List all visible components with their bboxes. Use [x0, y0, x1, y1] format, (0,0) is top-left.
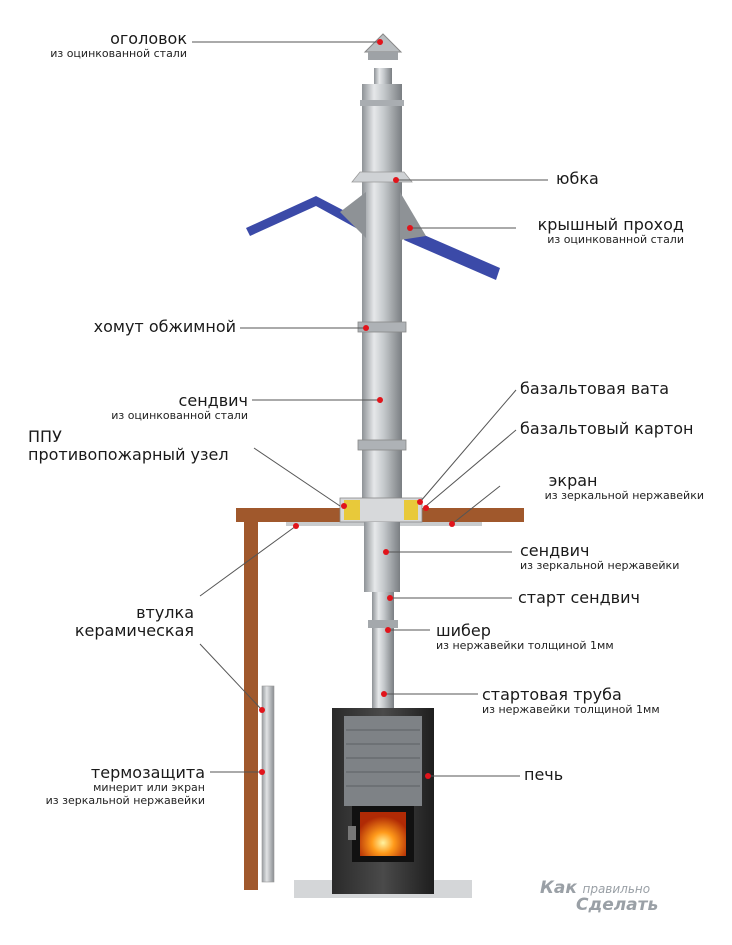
- roof-slope-right: [404, 228, 500, 280]
- label-sleeve-line2: керамическая: [74, 621, 194, 641]
- chimney-head-neck: [374, 68, 392, 84]
- label-sleeve-line1: втулка: [136, 603, 194, 622]
- chimney-cap: [363, 33, 403, 53]
- marker-dot: [377, 397, 383, 403]
- label-clamp: хомут обжимной: [93, 317, 236, 336]
- label-stove-title: печь: [524, 765, 564, 784]
- label-basalt-board-title: базальтовый картон: [520, 419, 694, 438]
- marker-dot: [259, 769, 265, 775]
- label-heat-shield: термозащита минерит или экран из зеркаль…: [45, 763, 205, 808]
- label-heat-shield-sub1: минерит или экран: [93, 781, 205, 795]
- watermark-logo: Как правильно Сделать: [540, 880, 658, 914]
- marker-dot: [363, 325, 369, 331]
- label-yubka: юбка: [556, 169, 599, 188]
- label-start-pipe-sub: из нержавейки толщиной 1мм: [482, 703, 660, 717]
- marker-dot: [341, 503, 347, 509]
- label-roof-pass-sub: из оцинкованной стали: [547, 233, 684, 247]
- label-clamp-title: хомут обжимной: [93, 317, 236, 336]
- label-ogolovok: оголовок из оцинкованной стали: [50, 29, 187, 61]
- wooden-post: [244, 522, 258, 890]
- marker-dot: [377, 39, 383, 45]
- label-basalt-wool-title: базальтовая вата: [520, 379, 670, 398]
- label-basalt-wool: базальтовая вата: [520, 379, 670, 398]
- label-damper-title: шибер: [436, 621, 491, 640]
- marker-dot: [293, 523, 299, 529]
- marker-dot: [407, 225, 413, 231]
- watermark-line1: Как: [540, 878, 577, 898]
- label-basalt-board: базальтовый картон: [520, 419, 694, 438]
- marker-dot: [383, 549, 389, 555]
- marker-dot: [417, 499, 423, 505]
- label-ogolovok-title: оголовок: [110, 29, 187, 48]
- label-damper: шибер из нержавейки толщиной 1мм: [436, 621, 614, 653]
- label-sandwich-top-title: сендвич: [178, 391, 248, 410]
- label-sandwich-bottom-title: сендвич: [520, 541, 590, 560]
- marker-dot: [393, 177, 399, 183]
- marker-dot: [449, 521, 455, 527]
- chimney-cap-rim: [368, 52, 398, 60]
- marker-dot: [423, 505, 429, 511]
- label-screen-title: экран: [548, 471, 598, 490]
- label-sandwich-bottom: сендвич из зеркальной нержавейки: [520, 541, 680, 573]
- marker-dot: [385, 627, 391, 633]
- heat-shield-panel: [261, 685, 275, 883]
- label-heat-shield-sub2: из зеркальной нержавейки: [45, 794, 205, 808]
- pipe-upper: [362, 84, 402, 500]
- label-ppu-line1: ППУ: [28, 427, 62, 446]
- label-ppu: ППУ противопожарный узел: [28, 427, 229, 465]
- label-start-pipe-title: стартовая труба: [482, 685, 622, 704]
- marker-dot: [259, 707, 265, 713]
- roof-slope-left: [246, 196, 362, 236]
- label-heat-shield-title: термозащита: [90, 763, 205, 782]
- clamp-ring: [357, 321, 407, 333]
- label-sandwich-top-sub: из оцинкованной стали: [111, 409, 248, 423]
- label-screen: экран из зеркальной нержавейки: [544, 471, 704, 503]
- label-roof-pass-title: крышный проход: [537, 215, 684, 234]
- watermark-line2: правильно: [582, 882, 651, 896]
- marker-dot: [387, 595, 393, 601]
- label-stove: печь: [524, 765, 564, 784]
- marker-dot: [381, 691, 387, 697]
- label-damper-sub: из нержавейки толщиной 1мм: [436, 639, 614, 653]
- label-sandwich-top: сендвич из оцинкованной стали: [111, 391, 248, 423]
- label-start-sandwich: старт сендвич: [518, 588, 640, 607]
- roof-pass: [340, 192, 366, 238]
- label-sleeve: втулка керамическая: [74, 603, 194, 641]
- label-start-sandwich-title: старт сендвич: [518, 588, 640, 607]
- label-yubka-title: юбка: [556, 169, 599, 188]
- label-ppu-line2: противопожарный узел: [28, 445, 229, 465]
- watermark-line3: Сделать: [576, 895, 659, 915]
- label-roof-pass: крышный проход из оцинкованной стали: [537, 215, 684, 247]
- label-sandwich-bottom-sub: из зеркальной нержавейки: [520, 559, 680, 573]
- pipe-sandwich-lower: [364, 522, 400, 592]
- label-start-pipe: стартовая труба из нержавейки толщиной 1…: [482, 685, 660, 717]
- marker-dot: [425, 773, 431, 779]
- label-ogolovok-sub: из оцинкованной стали: [50, 47, 187, 61]
- label-screen-sub: из зеркальной нержавейки: [544, 489, 704, 503]
